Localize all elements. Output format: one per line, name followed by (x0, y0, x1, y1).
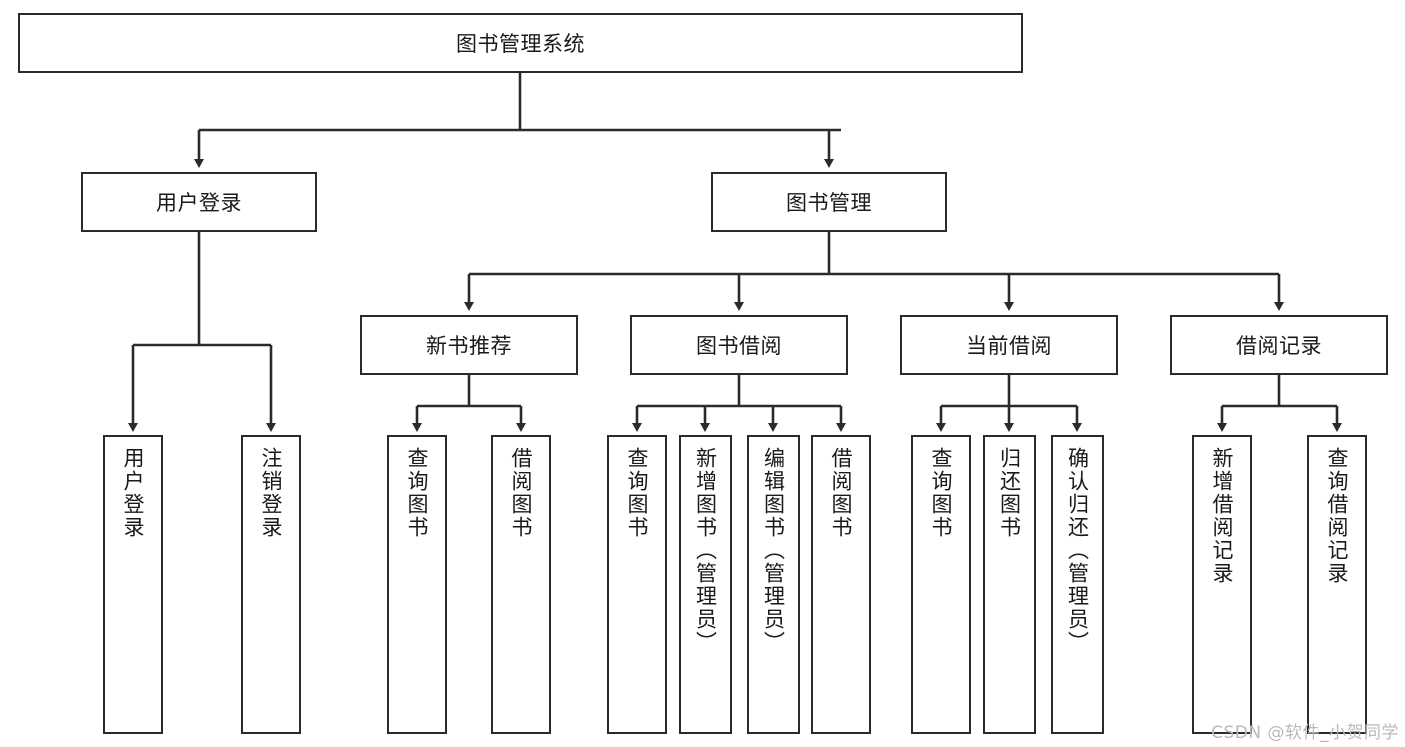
leaf-borrow-query-book[interactable]: 查询图书 (607, 435, 667, 734)
node-label: 查询图书 (625, 447, 650, 539)
leaf-current-return-book[interactable]: 归还图书 (983, 435, 1036, 734)
node-new-book-recommend[interactable]: 新书推荐 (360, 315, 578, 375)
node-label: 注销登录 (259, 447, 284, 539)
leaf-user-login-login[interactable]: 用户登录 (103, 435, 163, 734)
node-label: 查询图书 (929, 447, 954, 539)
node-label: 借阅图书 (509, 447, 534, 539)
node-label: 图书管理 (786, 191, 872, 215)
node-label: 借阅图书 (829, 447, 854, 539)
node-user-login[interactable]: 用户登录 (81, 172, 317, 232)
node-label: 图书管理系统 (456, 32, 585, 56)
node-label: 当前借阅 (966, 334, 1052, 358)
leaf-current-query-book[interactable]: 查询图书 (911, 435, 971, 734)
leaf-user-login-logout[interactable]: 注销登录 (241, 435, 301, 734)
node-label: 新增图书（管理员） (693, 447, 718, 654)
node-label: 新增借阅记录 (1210, 447, 1235, 585)
node-label: 确认归还（管理员） (1065, 447, 1090, 654)
leaf-record-add-record[interactable]: 新增借阅记录 (1192, 435, 1252, 734)
node-label: 查询图书 (405, 447, 430, 539)
leaf-borrow-borrow-book[interactable]: 借阅图书 (811, 435, 871, 734)
node-label: 查询借阅记录 (1325, 447, 1350, 585)
node-label: 图书借阅 (696, 334, 782, 358)
node-label: 编辑图书（管理员） (761, 447, 786, 654)
leaf-borrow-add-book-admin[interactable]: 新增图书（管理员） (679, 435, 732, 734)
leaf-record-query-record[interactable]: 查询借阅记录 (1307, 435, 1367, 734)
node-label: 新书推荐 (426, 334, 512, 358)
node-book-management[interactable]: 图书管理 (711, 172, 947, 232)
node-label: 归还图书 (997, 447, 1022, 539)
node-current-borrow[interactable]: 当前借阅 (900, 315, 1118, 375)
node-book-borrow[interactable]: 图书借阅 (630, 315, 848, 375)
watermark-text: CSDN @软件_小贺同学 (1211, 723, 1399, 743)
leaf-current-confirm-return-admin[interactable]: 确认归还（管理员） (1051, 435, 1104, 734)
node-borrow-record[interactable]: 借阅记录 (1170, 315, 1388, 375)
node-root-system[interactable]: 图书管理系统 (18, 13, 1023, 73)
node-label: 借阅记录 (1236, 334, 1322, 358)
node-label: 用户登录 (121, 447, 146, 539)
leaf-borrow-edit-book-admin[interactable]: 编辑图书（管理员） (747, 435, 800, 734)
leaf-recommend-borrow-book[interactable]: 借阅图书 (491, 435, 551, 734)
node-label: 用户登录 (156, 191, 242, 215)
leaf-recommend-query-book[interactable]: 查询图书 (387, 435, 447, 734)
